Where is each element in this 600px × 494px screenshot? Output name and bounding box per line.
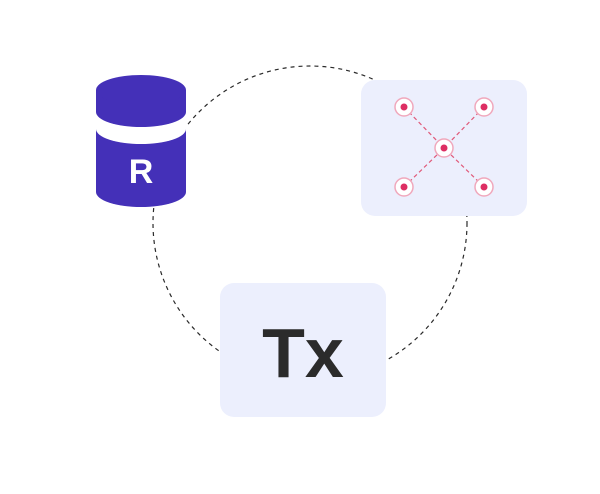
database-label: R (129, 153, 154, 191)
network-peer-node (394, 97, 414, 117)
transaction-label: Tx (262, 314, 344, 392)
database-icon: R (96, 75, 186, 207)
network-icon (394, 97, 494, 197)
network-peer-node (474, 177, 494, 197)
network-node (361, 80, 527, 216)
network-hub-node (434, 138, 454, 158)
network-peer-node (474, 97, 494, 117)
transaction-node: Tx (220, 283, 386, 417)
transaction-card (220, 283, 386, 417)
database-body (96, 129, 186, 207)
network-peer-node (394, 177, 414, 197)
cycle-ring (152, 65, 468, 381)
database-cap (96, 75, 186, 105)
